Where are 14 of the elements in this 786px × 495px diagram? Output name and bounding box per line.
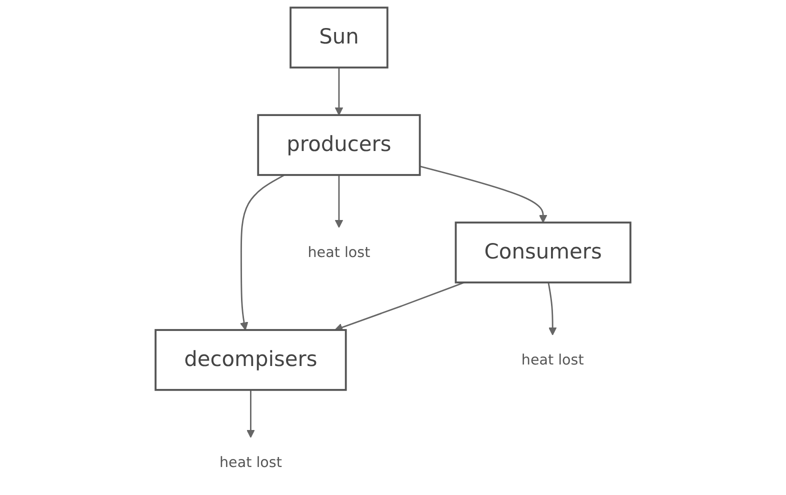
node-box: producers <box>257 114 421 176</box>
node-text: heat lost <box>521 351 584 368</box>
arrow <box>246 390 255 438</box>
arrow <box>334 68 344 116</box>
node-box: Sun <box>290 6 388 68</box>
arrow <box>420 166 548 223</box>
node-box: Consumers <box>454 222 632 284</box>
arrow <box>548 282 557 336</box>
node-text: heat lost <box>220 454 282 471</box>
node-text: heat lost <box>308 244 370 261</box>
arrow <box>334 282 464 332</box>
arrow <box>240 174 285 330</box>
arrow <box>334 174 344 228</box>
node-box: decompisers <box>154 329 347 391</box>
